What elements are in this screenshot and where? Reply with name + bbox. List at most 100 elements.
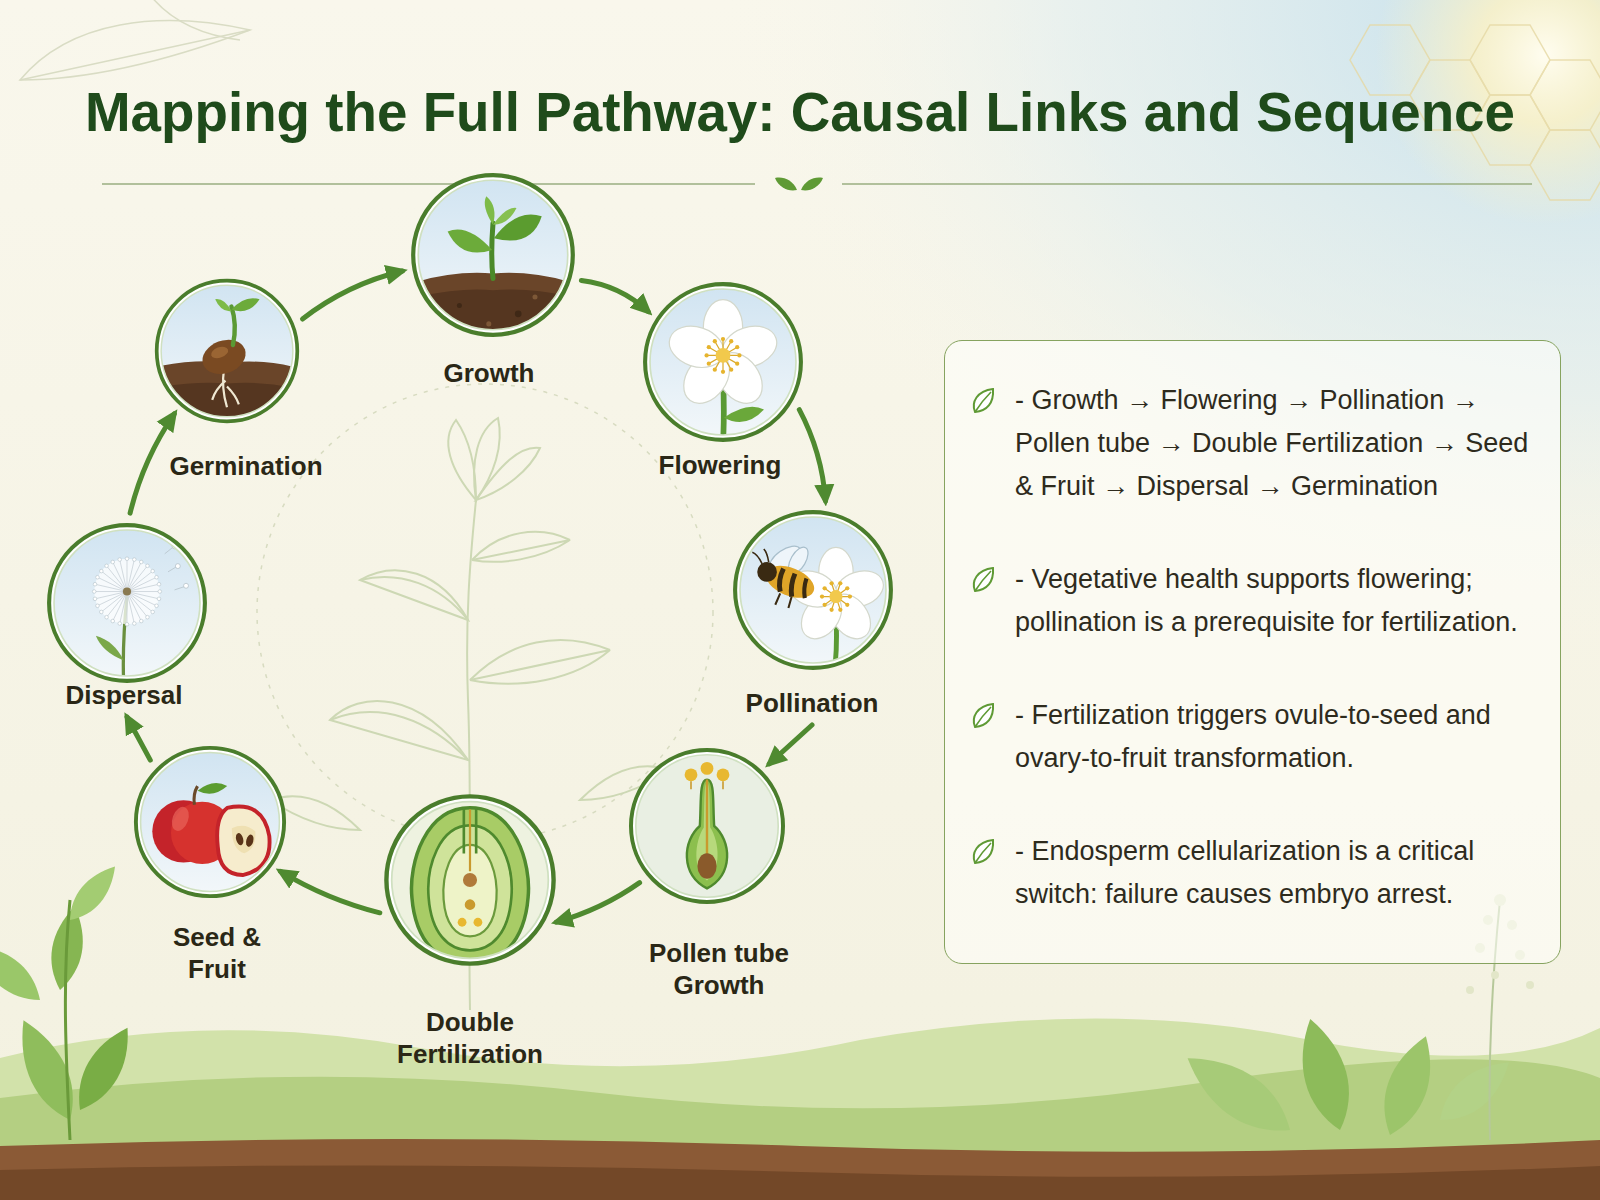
decoration-circle <box>151 569 155 573</box>
decoration-circle <box>386 796 553 963</box>
decoration-circle <box>838 608 842 612</box>
decoration-circle <box>735 362 739 366</box>
decoration-path <box>485 196 495 225</box>
decoration-path <box>0 934 50 1012</box>
decoration-path <box>231 307 234 345</box>
decoration-path <box>472 540 570 562</box>
decoration-circle <box>96 575 100 579</box>
stage-label: Growth <box>359 357 619 389</box>
stage-label: Seed & Fruit <box>152 921 282 985</box>
decoration-circle <box>151 610 155 614</box>
decoration-circle <box>141 753 280 892</box>
cycle-arrow <box>280 871 379 913</box>
decoration-line <box>120 560 127 592</box>
near-hill <box>0 1059 1600 1200</box>
leaf-bullet-shape <box>974 568 993 591</box>
decoration-circle <box>132 558 136 562</box>
decoration-circle <box>515 310 522 317</box>
decoration-circle <box>418 180 568 330</box>
decoration-line <box>127 559 128 592</box>
decoration-circle <box>823 586 827 590</box>
decoration-ellipse <box>235 832 245 846</box>
note-text-line: - Vegetative health supports flowering; … <box>1015 564 1518 637</box>
decoration-path <box>232 826 256 853</box>
stage-label: Germination <box>136 450 356 482</box>
leaf-bullet <box>969 565 997 595</box>
decoration-circle <box>123 587 131 595</box>
leaf-bullet-vein <box>975 707 991 727</box>
stage-circle: Flowering <box>641 280 805 444</box>
decoration-circle <box>158 590 162 594</box>
decoration-rect <box>627 746 787 906</box>
decoration-circle <box>111 619 115 623</box>
decoration-circle <box>650 289 796 435</box>
decoration-circle <box>457 303 462 308</box>
decoration-circle <box>1491 971 1499 979</box>
decoration-path <box>469 810 471 872</box>
decoration-circle <box>139 619 143 623</box>
decoration-path <box>476 448 540 500</box>
decoration-path <box>474 418 500 500</box>
decoration-path <box>775 593 791 608</box>
leaf-bullet-shape <box>974 389 993 412</box>
decoration-circle <box>118 622 122 626</box>
stage-circle-art <box>153 277 301 425</box>
decoration-circle <box>474 918 483 927</box>
stage-circle-art <box>409 171 577 339</box>
cycle-arrow <box>127 717 150 760</box>
decoration-path <box>801 178 823 191</box>
decoration-rect <box>409 171 577 339</box>
decoration-circle <box>735 345 739 349</box>
stage-circle-art <box>45 521 209 685</box>
decoration-path <box>448 420 476 500</box>
decoration-circle <box>175 564 180 569</box>
cycle-arrow <box>130 414 174 513</box>
note-text-line: - Fertilization triggers ovule-to-seed a… <box>1015 700 1491 773</box>
decoration-line <box>127 592 134 624</box>
decoration-circle <box>707 362 711 366</box>
decoration-g <box>153 277 301 425</box>
decoration-path <box>470 640 610 680</box>
decoration-path <box>687 780 727 889</box>
note-text: - Fertilization triggers ovule-to-seed a… <box>1015 694 1534 780</box>
note-text-line: - Endosperm cellularization is a critica… <box>1015 836 1474 909</box>
decoration-circle <box>829 581 833 585</box>
decoration-g <box>132 744 288 900</box>
decoration-circle <box>740 517 886 663</box>
decoration-line <box>113 562 127 592</box>
decoration-path <box>20 30 250 80</box>
decoration-circle <box>729 367 733 371</box>
decoration-circle <box>125 623 129 627</box>
decoration-circle <box>721 337 725 341</box>
stage-label: Flowering <box>590 449 850 481</box>
decoration-path <box>198 783 228 794</box>
stage-circle: Dispersal <box>45 521 209 685</box>
decoration-circle <box>111 560 115 564</box>
stage-label: Pollination <box>682 687 942 719</box>
leaf-bullet <box>969 701 997 731</box>
decoration-rect <box>153 277 301 425</box>
leaf-bullet-vein <box>975 392 991 412</box>
decoration-circle <box>146 615 150 619</box>
note-text-line: - Growth → Flowering → Pollination → Pol… <box>1015 385 1528 501</box>
decoration-circle <box>1466 986 1474 994</box>
decoration-line <box>94 591 127 592</box>
decoration-path <box>1290 1013 1360 1135</box>
decoration-circle <box>94 559 160 625</box>
decoration-circle <box>105 615 109 619</box>
decoration-ellipse <box>169 804 192 833</box>
decoration-circle <box>757 562 777 582</box>
decoration-circle <box>721 370 725 374</box>
decoration-polygon <box>1530 60 1600 130</box>
decoration-path <box>194 786 198 805</box>
decoration-circle <box>713 339 717 343</box>
decoration-circle <box>848 594 852 598</box>
decoration-line <box>168 567 176 572</box>
decoration-ellipse <box>198 334 251 380</box>
decoration-circle <box>139 560 143 564</box>
decoration-circle <box>161 285 293 417</box>
decoration-circle <box>93 597 97 601</box>
decoration-path <box>20 21 250 80</box>
stage-circle: Germination <box>153 277 301 425</box>
note-text: - Growth → Flowering → Pollination → Pol… <box>1015 379 1534 508</box>
